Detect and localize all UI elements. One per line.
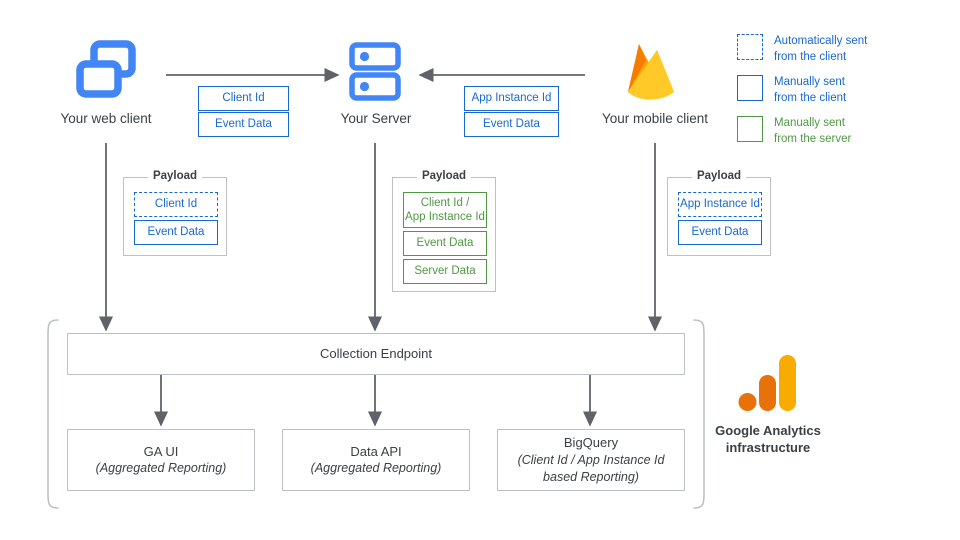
mobile-client-label: Your mobile client — [601, 111, 709, 126]
legend-line1-automatic: Automatically sent — [774, 35, 868, 47]
legend-label-manual-server: Manually sent from the server — [774, 116, 851, 147]
legend-item-manually-sent-server: Manually sent from the server — [737, 116, 851, 147]
server-label: Your Server — [340, 111, 412, 126]
payload-chip-client-id: Client Id — [134, 192, 218, 217]
ga-infrastructure-caption: Google Analytics infrastructure — [678, 423, 858, 457]
payload-chip-event-data: Event Data — [134, 220, 218, 245]
ga-caption-line1: Google Analytics — [715, 423, 821, 438]
firebase-flame-icon — [618, 36, 690, 108]
collection-endpoint-label: Collection Endpoint — [319, 346, 433, 362]
payload-title-web: Payload — [147, 170, 203, 182]
bigquery-subtitle: (Client Id / App Instance Id based Repor… — [517, 452, 665, 484]
legend-label-automatic: Automatically sent from the client — [774, 34, 867, 65]
payload-web-client: Payload Client Id Event Data — [123, 170, 227, 256]
transfer-chip-event-data: Event Data — [198, 112, 289, 137]
payload-chip-event-data-mobile: Event Data — [678, 220, 762, 245]
infrastructure-bracket-right — [693, 319, 705, 509]
transfer-chip-client-id: Client Id — [198, 86, 289, 111]
ga-ui-subtitle: (Aggregated Reporting) — [95, 461, 227, 476]
infrastructure-bracket-left — [47, 319, 59, 509]
legend-line2-manual-client: from the client — [774, 91, 847, 104]
payload-title-mobile: Payload — [691, 170, 747, 182]
payload-chip-server-data: Server Data — [403, 259, 487, 284]
legend-swatch-solid-green-icon — [737, 116, 763, 142]
output-box-bigquery: BigQuery (Client Id / App Instance Id ba… — [497, 429, 685, 491]
output-box-data-api: Data API (Aggregated Reporting) — [282, 429, 470, 491]
google-analytics-logo — [737, 353, 799, 415]
server-icon — [348, 42, 404, 102]
payload-title-server: Payload — [416, 170, 472, 182]
collection-endpoint-box: Collection Endpoint — [67, 333, 685, 375]
data-api-subtitle: (Aggregated Reporting) — [310, 461, 442, 476]
legend-line1-manual-server: Manually sent — [774, 117, 845, 129]
legend-line1-manual-client: Manually sent — [774, 76, 845, 88]
legend-line2-automatic: from the client — [774, 50, 847, 63]
ga-caption-line2: infrastructure — [725, 439, 811, 455]
transfer-chip-event-data-mobile: Event Data — [464, 112, 559, 137]
output-box-ga-ui: GA UI (Aggregated Reporting) — [67, 429, 255, 491]
legend-label-manual-client: Manually sent from the client — [774, 75, 846, 106]
legend-swatch-solid-blue-icon — [737, 75, 763, 101]
legend-line2-manual-server: from the server — [774, 132, 852, 145]
web-client-icon — [72, 36, 140, 104]
payload-chip-event-data-server: Event Data — [403, 231, 487, 256]
payload-server: Payload Client Id / App Instance Id Even… — [392, 170, 496, 292]
web-client-label: Your web client — [60, 111, 152, 126]
data-api-title: Data API — [350, 443, 402, 459]
transfer-chip-app-instance-id: App Instance Id — [464, 86, 559, 111]
payload-chip-app-instance-id: App Instance Id — [678, 192, 762, 217]
legend-item-manually-sent-client: Manually sent from the client — [737, 75, 846, 106]
bigquery-title: BigQuery — [563, 435, 619, 451]
legend-item-automatically-sent-client: Automatically sent from the client — [737, 34, 867, 65]
payload-mobile-client: Payload App Instance Id Event Data — [667, 170, 771, 256]
ga-ui-title: GA UI — [143, 443, 179, 459]
legend-swatch-dashed-blue-icon — [737, 34, 763, 60]
payload-chip-client-or-app-instance-id: Client Id / App Instance Id — [403, 192, 487, 228]
